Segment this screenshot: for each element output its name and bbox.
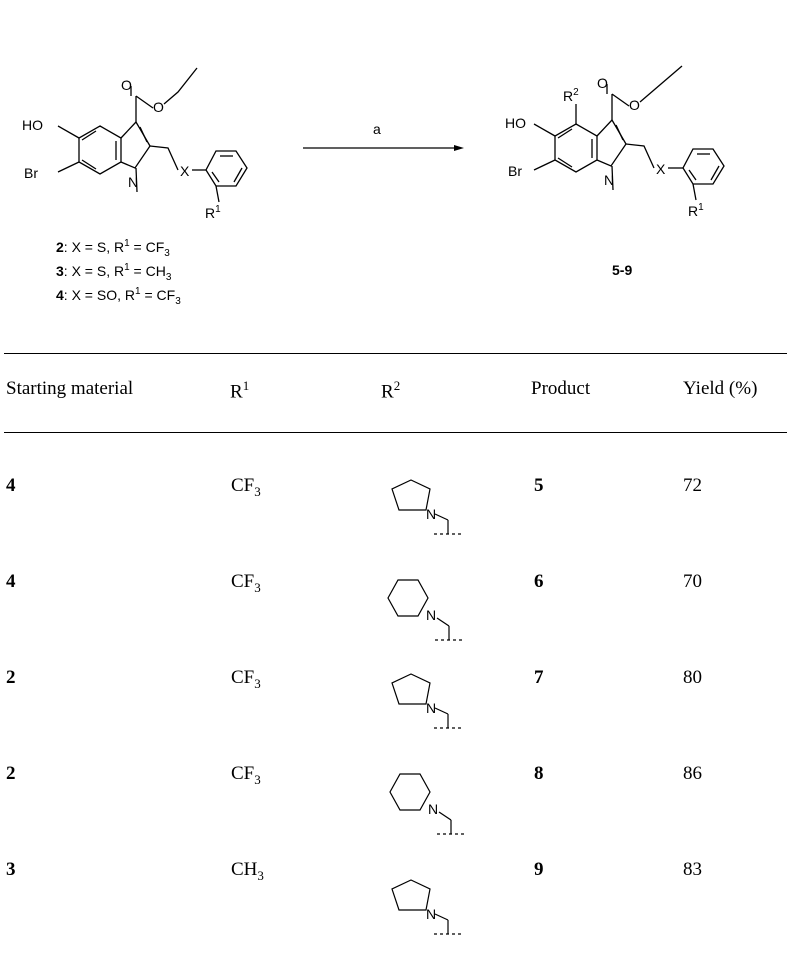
header-r2: R2 bbox=[381, 378, 401, 403]
nitrogen-label: N bbox=[604, 172, 614, 188]
pyrrolidinylmethyl-structure: N bbox=[391, 673, 462, 729]
table-header-rule bbox=[4, 432, 787, 433]
r1-label: R1 bbox=[688, 202, 704, 219]
carbonyl-oxygen-label: O bbox=[121, 77, 132, 93]
x-label: X bbox=[180, 163, 190, 179]
compound-definition-3: 3: X = S, R1 = CH3 bbox=[56, 262, 172, 283]
product-compound-label: 5-9 bbox=[612, 262, 632, 278]
starting-material-atoms: HO Br N O O X R1 bbox=[22, 77, 221, 221]
r1-cell: CF3 bbox=[231, 763, 261, 787]
product-atoms: HO Br N O O X R2 R1 5-9 bbox=[505, 75, 704, 278]
carbonyl-oxygen-label: O bbox=[597, 75, 608, 91]
product-structure bbox=[533, 65, 725, 201]
product-cell: 9 bbox=[534, 859, 544, 880]
product-cell: 7 bbox=[534, 667, 544, 688]
yield-cell: 86 bbox=[683, 763, 702, 784]
starting-material-cell: 4 bbox=[6, 475, 16, 496]
x-label: X bbox=[656, 161, 666, 177]
ring-nitrogen-label: N bbox=[426, 906, 436, 922]
starting-material-cell: 2 bbox=[6, 667, 16, 688]
header-r1: R1 bbox=[230, 378, 250, 403]
r2-label: R2 bbox=[563, 87, 579, 104]
r1-cell: CF3 bbox=[231, 475, 261, 499]
piperidinylmethyl-structure: N bbox=[387, 579, 463, 641]
header-starting-material: Starting material bbox=[6, 378, 134, 399]
compound-definition-4: 4: X = SO, R1 = CF3 bbox=[56, 286, 181, 307]
compound-definition-2: 2: X = S, R1 = CF3 bbox=[56, 238, 170, 259]
yield-cell: 83 bbox=[683, 859, 702, 880]
ester-oxygen-label: O bbox=[629, 97, 640, 113]
yield-cell: 80 bbox=[683, 667, 702, 688]
product-cell: 5 bbox=[534, 475, 544, 496]
pyrrolidinylmethyl-structure: N bbox=[391, 479, 462, 535]
bromo-label: Br bbox=[24, 165, 38, 181]
starting-material-cell: 4 bbox=[6, 571, 16, 592]
header-yield: Yield (%) bbox=[683, 378, 758, 399]
r1-cell: CF3 bbox=[231, 571, 261, 595]
yield-cell: 70 bbox=[683, 571, 702, 592]
nitrogen-label: N bbox=[128, 174, 138, 190]
compound-definitions: 2: X = S, R1 = CF3 3: X = S, R1 = CH3 4:… bbox=[56, 238, 181, 307]
bromo-label: Br bbox=[508, 163, 522, 179]
product-cell: 8 bbox=[534, 763, 544, 784]
product-cell: 6 bbox=[534, 571, 544, 592]
header-product: Product bbox=[531, 378, 591, 399]
pyrrolidinylmethyl-structure: N bbox=[391, 879, 462, 935]
reaction-scheme: HO Br N O O X R1 a HO B bbox=[22, 65, 725, 307]
ester-oxygen-label: O bbox=[153, 99, 164, 115]
ring-nitrogen-label: N bbox=[426, 607, 436, 623]
r1-label: R1 bbox=[205, 204, 221, 221]
starting-material-structure bbox=[57, 67, 248, 203]
ring-nitrogen-label: N bbox=[428, 801, 438, 817]
piperidinylmethyl-structure: N bbox=[389, 773, 465, 835]
reagent-label: a bbox=[373, 121, 381, 137]
r1-cell: CH3 bbox=[231, 859, 264, 883]
yield-cell: 72 bbox=[683, 475, 702, 496]
table-top-rule bbox=[4, 353, 787, 354]
starting-material-cell: 2 bbox=[6, 763, 16, 784]
hydroxyl-label: HO bbox=[505, 115, 526, 131]
ring-nitrogen-label: N bbox=[426, 506, 436, 522]
ring-nitrogen-label: N bbox=[426, 700, 436, 716]
reaction-arrow: a bbox=[303, 121, 464, 151]
r1-cell: CF3 bbox=[231, 667, 261, 691]
starting-material-cell: 3 bbox=[6, 859, 16, 880]
hydroxyl-label: HO bbox=[22, 117, 43, 133]
